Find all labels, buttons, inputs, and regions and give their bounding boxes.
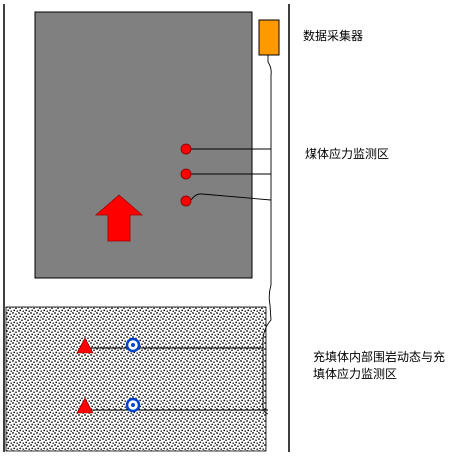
coal-sensor-cable-3 xyxy=(190,193,272,201)
coal-stress-sensor-1 xyxy=(180,143,192,155)
coal-stress-zone-label: 煤体应力监测区 xyxy=(305,147,390,161)
data-collector-box xyxy=(258,19,280,56)
fill-displacement-sensor-2 xyxy=(125,397,141,413)
coal-stress-sensor-2 xyxy=(180,168,192,180)
main-cable xyxy=(262,55,272,415)
fill-zone-label-line-2: 填体应力监测区 xyxy=(313,367,398,381)
coal-stress-sensor-3 xyxy=(180,195,192,207)
coal-body-block xyxy=(34,11,253,279)
red-up-arrow-icon xyxy=(94,194,144,242)
data-collector-label: 数据采集器 xyxy=(303,29,364,43)
fill-displacement-sensor-1 xyxy=(125,337,141,353)
fill-stress-sensor-2 xyxy=(76,397,94,414)
filling-body-area xyxy=(5,306,267,452)
fill-zone-label-line-1: 充填体内部围岩动态与充 xyxy=(313,350,446,364)
fill-stress-sensor-1 xyxy=(76,337,94,354)
